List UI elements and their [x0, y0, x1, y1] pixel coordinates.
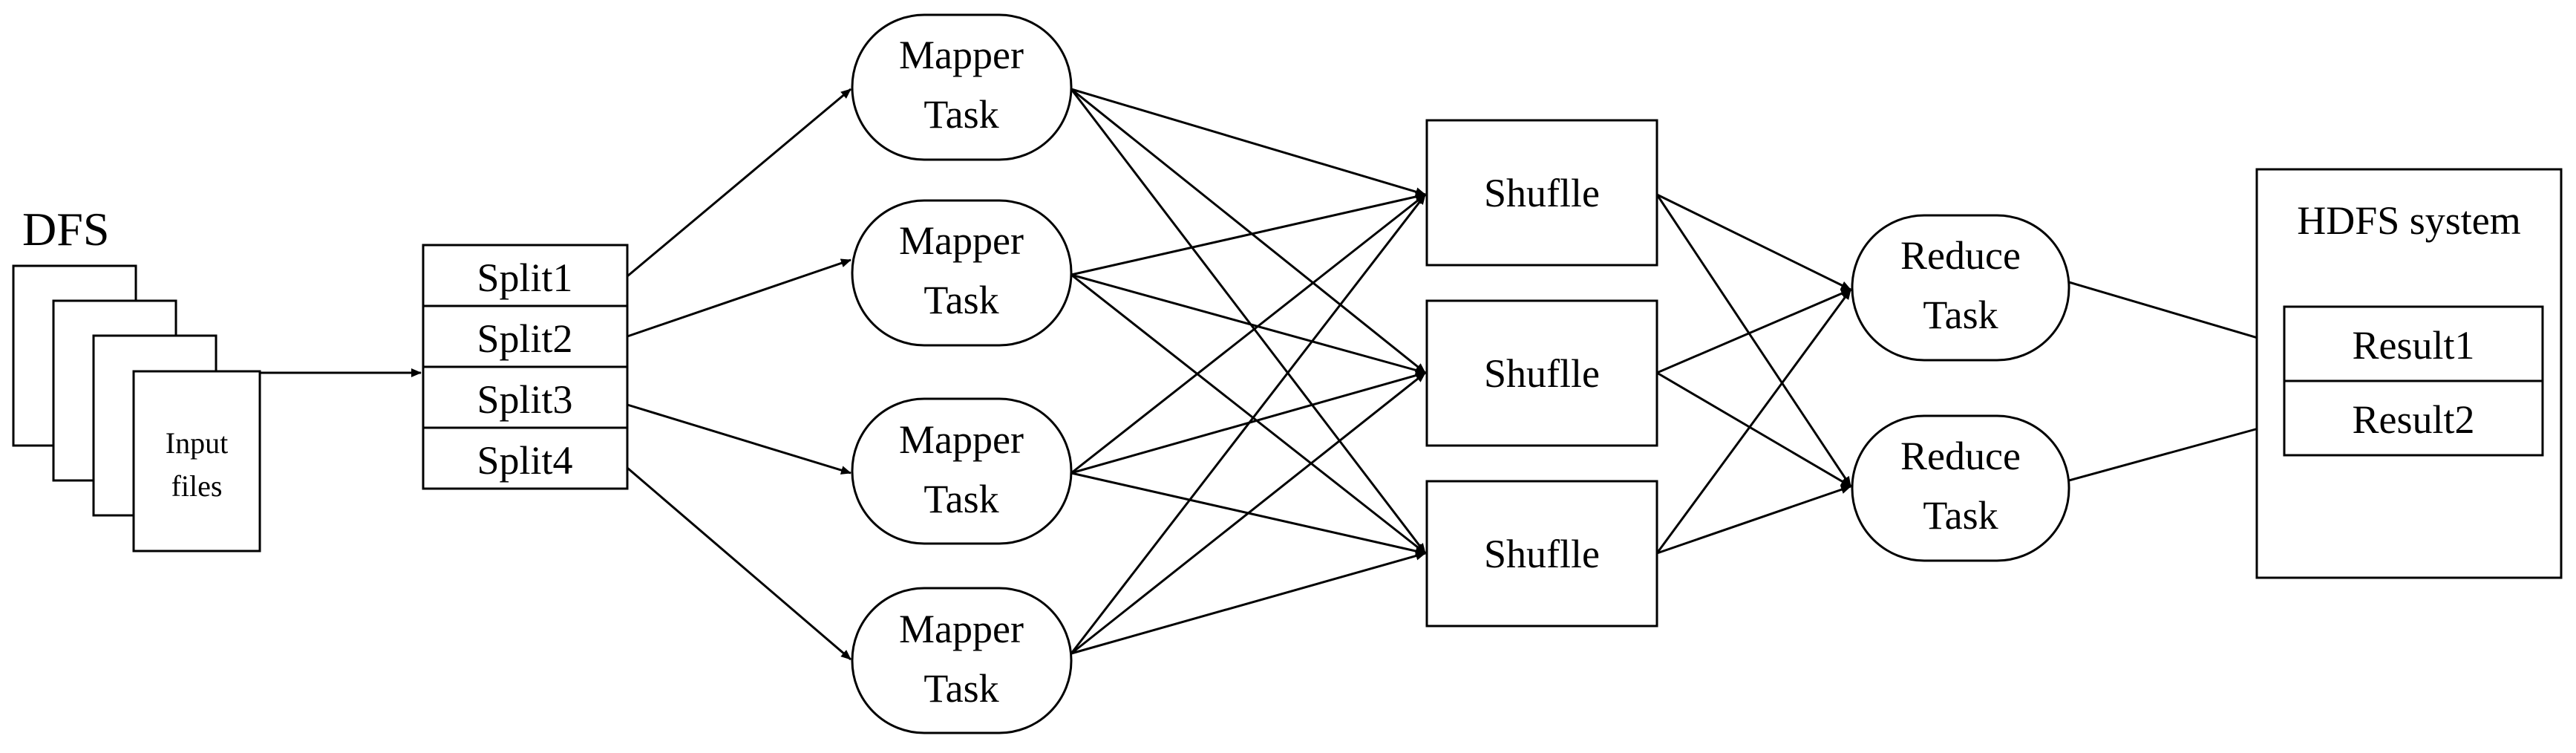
svg-text:Task: Task [923, 477, 998, 521]
split-cell [422, 426, 629, 490]
result-label: Result2 [2352, 397, 2474, 442]
svg-text:Task: Task [1923, 493, 1998, 538]
mapper-to-shuffle-arrow [1070, 88, 1426, 374]
mapper-to-shuffle-arrow [1070, 193, 1426, 475]
svg-text:Task: Task [1923, 293, 1998, 337]
svg-text:Task: Task [923, 666, 998, 711]
svg-text:Mapper: Mapper [899, 218, 1024, 263]
split-label: Split3 [477, 377, 572, 422]
input-files-box [132, 370, 261, 552]
reduce-to-result-arrow [2068, 281, 2284, 348]
svg-text:Task: Task [923, 92, 998, 137]
split-label: Split2 [477, 316, 572, 361]
reduce-task-2: Reduce Task [1851, 414, 2070, 562]
split-cell [422, 244, 629, 307]
split-label: Split4 [477, 438, 572, 483]
svg-text:Reduce: Reduce [1900, 434, 2021, 478]
reduce-to-result-arrow [2068, 420, 2284, 482]
split-cell [422, 365, 629, 429]
split-to-mapper-arrow [627, 88, 851, 278]
input-files-line2: files [171, 469, 223, 503]
edges [260, 88, 2284, 661]
mapper-to-shuffle-arrow [1070, 88, 1426, 197]
svg-text:Shuflle: Shuflle [1484, 171, 1600, 215]
svg-text:Shuflle: Shuflle [1484, 351, 1600, 396]
hdfs-title: HDFS system [2297, 198, 2521, 243]
dfs-label: DFS [22, 203, 109, 255]
shuffle-to-reduce-arrow [1655, 194, 1852, 487]
mapper-to-shuffle-arrow [1070, 371, 1426, 655]
input-files-line1: Input [166, 426, 228, 460]
hdfs-system: HDFS system Result1 Result2 [2255, 168, 2563, 579]
shuffle-to-reduce-arrow [1656, 288, 1851, 374]
shuffle-to-reduce-arrow [1656, 371, 1851, 488]
result-label: Result1 [2352, 323, 2474, 368]
mapper-to-shuffle-arrow [1070, 273, 1426, 555]
mapper-task-3: Mapper Task [851, 397, 1073, 545]
shuffle-to-reduce-arrow [1656, 485, 1851, 555]
shuffle-box-1: Shuflle [1425, 119, 1658, 267]
mapper-to-shuffle-arrow [1070, 88, 1427, 554]
mapper-task-2: Mapper Task [851, 199, 1073, 347]
split-to-mapper-arrow [627, 258, 851, 338]
mapper-task-4: Mapper Task [851, 587, 1073, 734]
shuffle-to-reduce-arrow [1655, 289, 1852, 554]
svg-text:Reduce: Reduce [1900, 233, 2021, 278]
svg-text:Task: Task [923, 278, 998, 322]
split-label: Split1 [477, 255, 572, 300]
split-cell [422, 304, 629, 368]
svg-text:Mapper: Mapper [899, 33, 1024, 77]
svg-text:Mapper: Mapper [899, 607, 1024, 651]
mapper-task-1: Mapper Task [851, 13, 1073, 161]
splits-block: Split1 Split2 Split3 Split4 [422, 244, 629, 490]
mapper-to-shuffle-arrow [1070, 192, 1426, 276]
reduce-task-1: Reduce Task [1851, 214, 2070, 362]
split-to-mapper-arrow [627, 466, 851, 661]
mapper-to-shuffle-arrow [1070, 273, 1426, 375]
mapper-to-shuffle-arrow [1070, 551, 1426, 655]
result-cell [2283, 379, 2544, 457]
split-to-mapper-arrow [627, 403, 851, 475]
mapper-to-shuffle-arrow [1070, 194, 1427, 654]
svg-text:Mapper: Mapper [899, 417, 1024, 462]
shuffle-box-3: Shuflle [1425, 480, 1658, 628]
shuffle-box-2: Shuflle [1425, 299, 1658, 447]
shuffle-to-reduce-arrow [1656, 193, 1851, 291]
svg-text:Shuflle: Shuflle [1484, 532, 1600, 576]
